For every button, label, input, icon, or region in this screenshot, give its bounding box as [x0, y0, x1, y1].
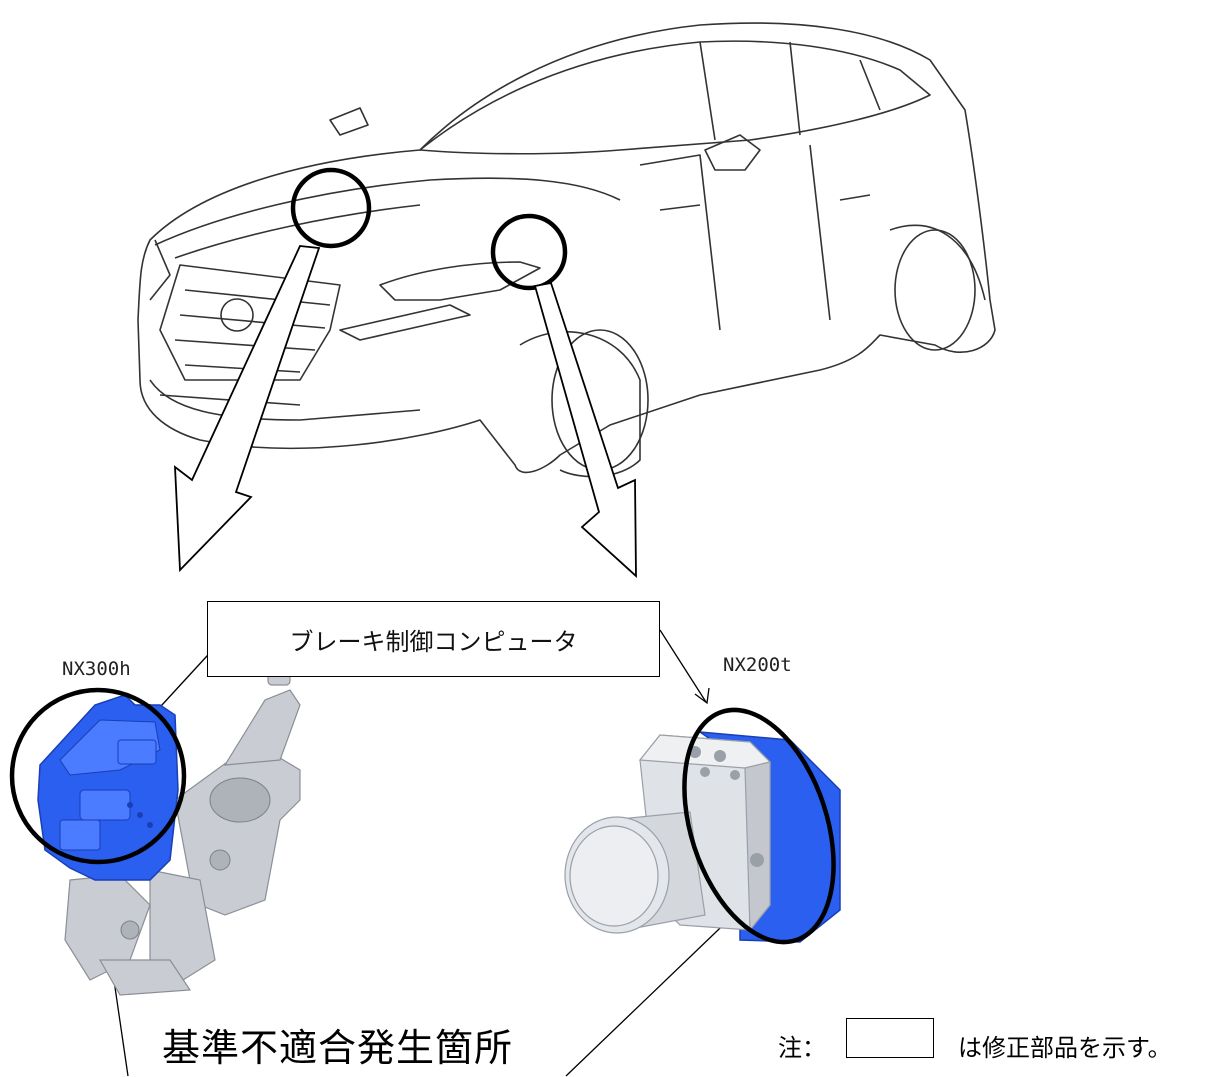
component-label-box: ブレーキ制御コンピュータ [207, 601, 660, 677]
nx300h-brake-unit [9, 624, 309, 996]
arrow-left [174, 245, 321, 573]
callout-circle-fender [490, 213, 568, 291]
note-prefix: 注： [778, 1034, 826, 1062]
model-label-nx300h: NX300h [62, 658, 131, 680]
pointer-arrows [174, 245, 637, 579]
callout-ellipse-nx200t [682, 707, 836, 945]
callout-circle-hood [290, 167, 372, 249]
note-text: は修正部品を示す。 [958, 1034, 1172, 1062]
arrow-right [533, 281, 637, 579]
car-illustration [137, 22, 996, 478]
car-callout-circles [290, 167, 568, 291]
legend-swatch [846, 1018, 934, 1058]
model-label-nx200t: NX200t [723, 654, 792, 676]
defect-location-label: 基準不適合発生箇所 [162, 1026, 514, 1070]
component-label: ブレーキ制御コンピュータ [289, 627, 578, 656]
callout-circle-nx300h [9, 687, 187, 865]
nx200t-brake-unit [564, 707, 841, 945]
